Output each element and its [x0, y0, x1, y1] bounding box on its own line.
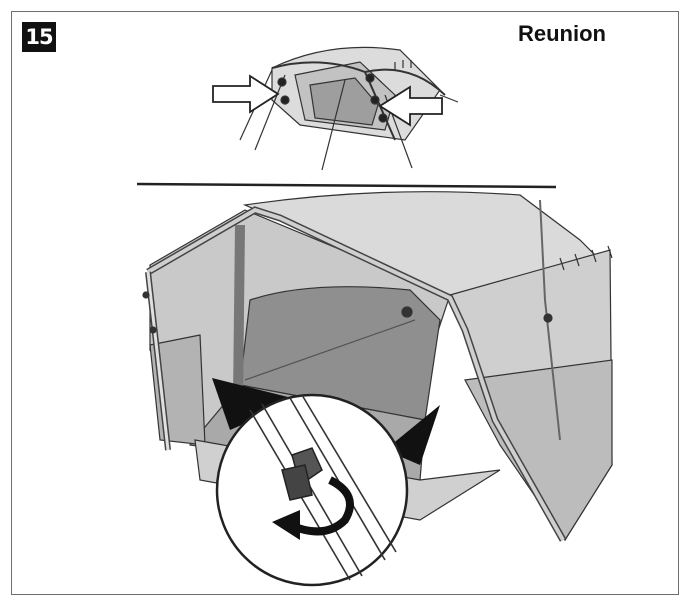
page-title: Reunion — [518, 21, 606, 46]
divider — [136, 182, 557, 189]
magnifier-callout — [212, 378, 440, 587]
left-arrow-icon — [212, 74, 280, 114]
step-number-badge: 15 — [22, 22, 56, 52]
rotate-arrow-icon — [272, 476, 354, 540]
right-arrow-icon — [378, 85, 443, 127]
page-frame — [11, 11, 679, 595]
